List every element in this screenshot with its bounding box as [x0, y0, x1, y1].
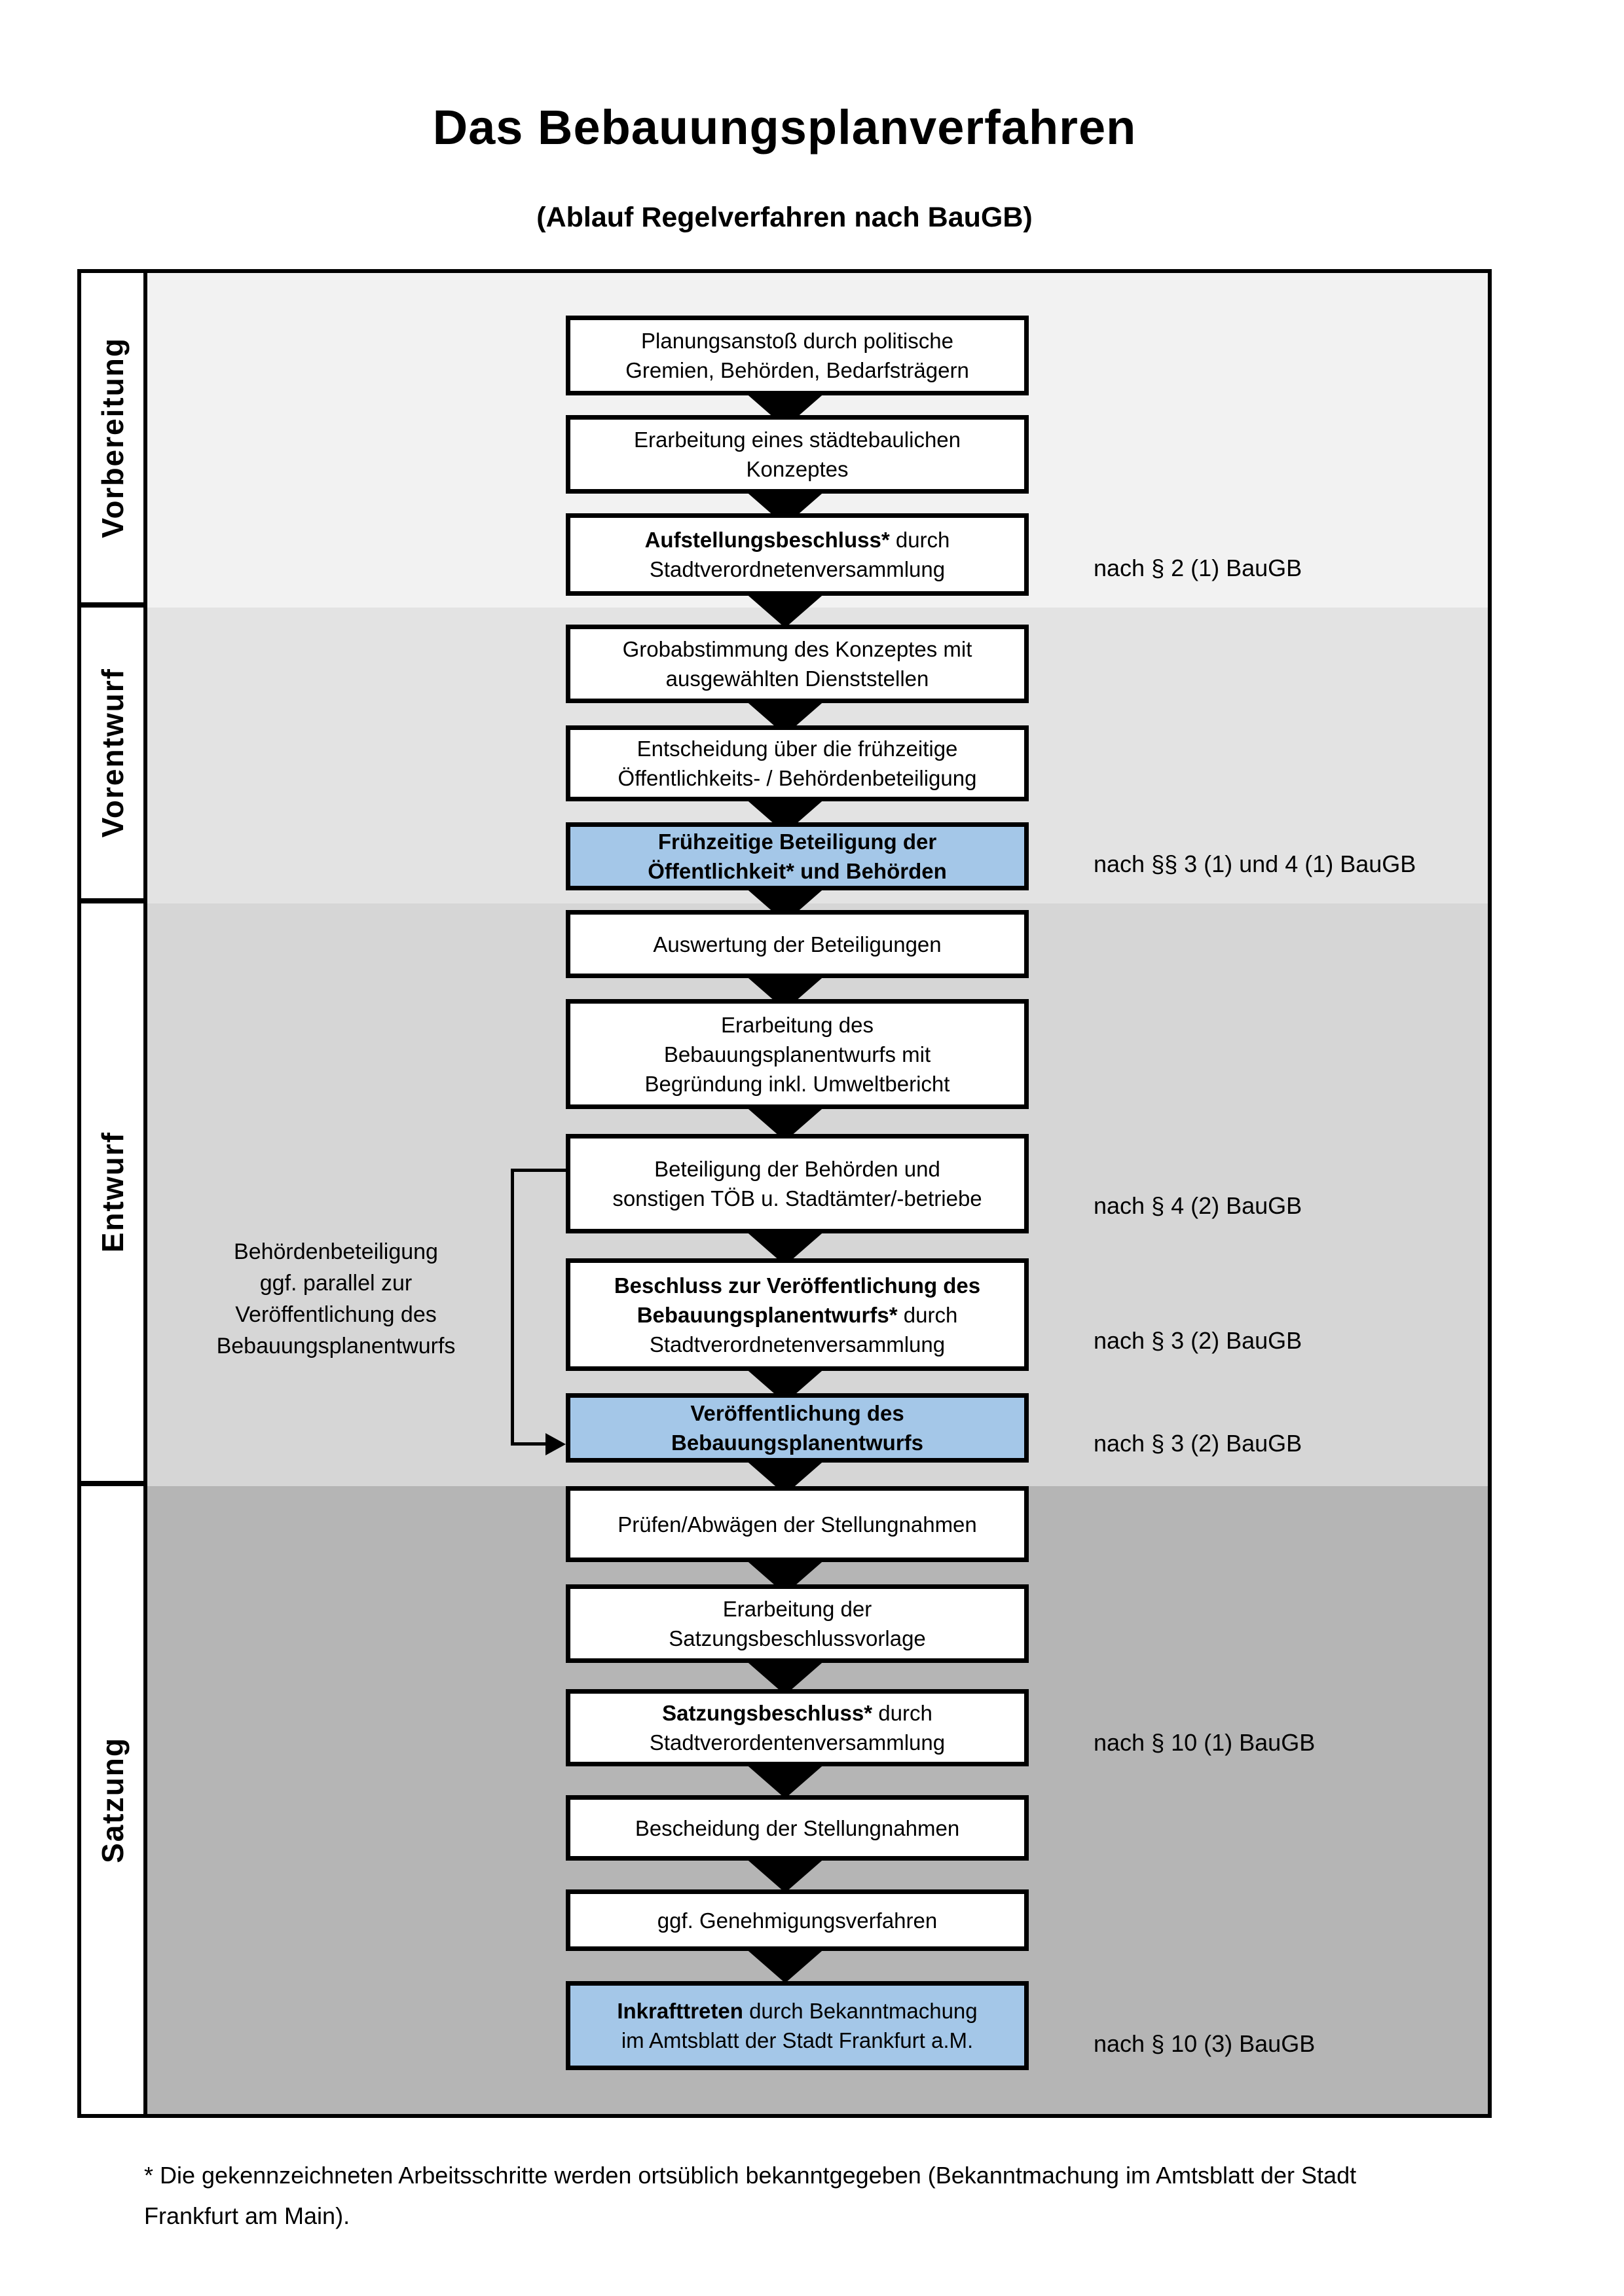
- flow-arrow-down-icon: [744, 1762, 826, 1798]
- phase-label-column: Vorbereitung Vorentwurf Entwurf Satzung: [81, 273, 147, 2114]
- legal-annotation: nach § 3 (2) BauGB: [1094, 1327, 1302, 1354]
- step-text: Inkrafttreten durch Bekanntmachung: [617, 1999, 978, 2023]
- step-text: Erarbeitung der: [722, 1597, 872, 1621]
- legal-annotation: nach § 10 (3) BauGB: [1094, 2030, 1316, 2057]
- step-text: Grobabstimmung des Konzeptes mit: [622, 637, 972, 661]
- phase-label-cell-vorentwurf: Vorentwurf: [81, 608, 143, 903]
- step-text: Bescheidung der Stellungnahmen: [635, 1815, 960, 1840]
- step-text: Stadtverordnetenversammlung: [649, 1332, 946, 1357]
- legal-annotation: nach § 3 (2) BauGB: [1094, 1430, 1302, 1457]
- step-box-planungsanstoss: Planungsanstoß durch politische Gremien,…: [566, 316, 1029, 395]
- step-text: Stadtverordnetenversammlung: [649, 557, 946, 581]
- step-box-erarbeitung-entwurf: Erarbeitung des Bebauungsplanentwurfs mi…: [566, 999, 1029, 1109]
- step-text: Bebauungsplanentwurfs* durch: [637, 1302, 958, 1327]
- step-box-auswertung: Auswertung der Beteiligungen: [566, 910, 1029, 978]
- step-box-satzungsvorlage: Erarbeitung der Satzungsbeschlussvorlage: [566, 1584, 1029, 1663]
- page-subtitle: (Ablauf Regelverfahren nach BauGB): [536, 202, 1033, 233]
- step-text: Veröffentlichung des: [690, 1401, 904, 1425]
- step-text: Erarbeitung eines städtebaulichen: [633, 428, 961, 452]
- phase-label-cell-vorbereitung: Vorbereitung: [81, 273, 143, 608]
- step-box-konzept: Erarbeitung eines städtebaulichen Konzep…: [566, 415, 1029, 494]
- legal-annotation: nach § 10 (1) BauGB: [1094, 1729, 1316, 1756]
- step-text: Beschluss zur Veröffentlichung des: [614, 1273, 981, 1298]
- step-text: Beteiligung der Behörden und: [654, 1157, 940, 1181]
- step-text: Bebauungsplanentwurfs: [671, 1430, 924, 1455]
- step-text: Satzungsbeschlussvorlage: [669, 1626, 926, 1650]
- step-box-fruehzeitige-beteiligung: Frühzeitige Beteiligung der Öffentlichke…: [566, 822, 1029, 890]
- step-text: Aufstellungsbeschluss* durch: [644, 528, 950, 552]
- step-text: sonstigen TÖB u. Stadtämter/-betriebe: [612, 1186, 982, 1211]
- phase-label-cell-entwurf: Entwurf: [81, 903, 143, 1486]
- step-text: Konzeptes: [746, 457, 849, 481]
- bracket-line-bottom: [511, 1442, 547, 1446]
- step-text: Satzungsbeschluss* durch: [662, 1701, 932, 1725]
- step-text: Öffentlichkeit* und Behörden: [648, 859, 947, 883]
- step-box-pruefen-abwaegen: Prüfen/Abwägen der Stellungnahmen: [566, 1486, 1029, 1562]
- step-box-veroeffentlichung: Veröffentlichung des Bebauungsplanentwur…: [566, 1393, 1029, 1463]
- step-box-entscheidung-beteiligung: Entscheidung über die frühzeitige Öffent…: [566, 725, 1029, 801]
- flow-arrow-down-icon: [744, 1857, 826, 1893]
- step-box-aufstellungsbeschluss: Aufstellungsbeschluss* durch Stadtverord…: [566, 513, 1029, 596]
- legal-annotation: nach § 2 (1) BauGB: [1094, 555, 1302, 581]
- step-text: Bebauungsplanentwurfs mit: [663, 1042, 931, 1066]
- page-title: Das Bebauungsplanverfahren: [432, 100, 1137, 155]
- step-box-beschluss-veroeffentlichung: Beschluss zur Veröffentlichung des Bebau…: [566, 1258, 1029, 1371]
- step-text: Auswertung der Beteiligungen: [653, 932, 942, 957]
- step-text: Erarbeitung des: [721, 1012, 874, 1037]
- step-box-genehmigungsverfahren: ggf. Genehmigungsverfahren: [566, 1889, 1029, 1951]
- flow-arrow-down-icon: [744, 592, 826, 628]
- step-box-behoerdenbeteiligung: Beteiligung der Behörden und sonstigen T…: [566, 1134, 1029, 1233]
- flow-arrow-down-icon: [744, 1947, 826, 1983]
- step-text: Prüfen/Abwägen der Stellungnahmen: [618, 1512, 977, 1537]
- step-text: Gremien, Behörden, Bedarfsträgern: [625, 358, 969, 382]
- bracket-line-vertical: [511, 1169, 514, 1444]
- step-text: ggf. Genehmigungsverfahren: [657, 1908, 938, 1933]
- step-box-inkrafttreten: Inkrafttreten durch Bekanntmachung im Am…: [566, 1981, 1029, 2070]
- step-text: Planungsanstoß durch politische: [641, 329, 953, 353]
- legal-annotation: nach §§ 3 (1) und 4 (1) BauGB: [1094, 850, 1416, 877]
- bracket-line-top: [511, 1169, 566, 1172]
- step-box-grobabstimmung: Grobabstimmung des Konzeptes mit ausgewä…: [566, 625, 1029, 703]
- step-text: Begründung inkl. Umweltbericht: [644, 1071, 950, 1096]
- side-note: Behördenbeteiligung ggf. parallel zur Ve…: [216, 1239, 456, 1358]
- step-text: Frühzeitige Beteiligung der: [657, 829, 937, 854]
- legal-annotation: nach § 4 (2) BauGB: [1094, 1192, 1302, 1219]
- step-text: Entscheidung über die frühzeitige: [637, 737, 958, 761]
- process-frame: [77, 269, 1492, 2118]
- footnote: * Die gekennzeichneten Arbeitsschritte w…: [144, 2162, 1357, 2229]
- step-text: ausgewählten Dienststellen: [665, 666, 929, 691]
- step-box-bescheidung: Bescheidung der Stellungnahmen: [566, 1795, 1029, 1861]
- bracket-arrow-right-icon: [545, 1433, 566, 1455]
- flow-arrow-down-icon: [744, 1659, 826, 1695]
- step-text: im Amtsblatt der Stadt Frankfurt a.M.: [621, 2028, 974, 2052]
- step-text: Öffentlichkeits- / Behördenbeteiligung: [618, 766, 977, 790]
- step-text: Stadtverordentenversammlung: [649, 1730, 946, 1755]
- step-box-satzungsbeschluss: Satzungsbeschluss* durch Stadtverordente…: [566, 1689, 1029, 1766]
